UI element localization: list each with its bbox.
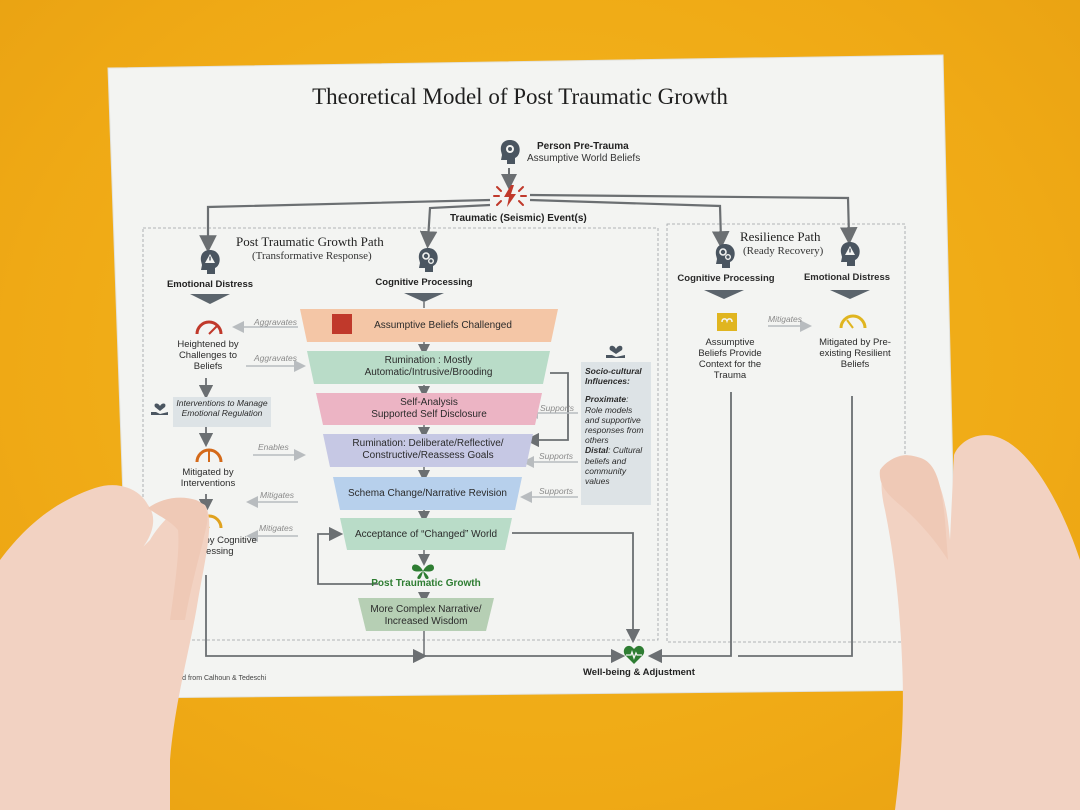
enables-label: Enables	[258, 442, 289, 452]
head-gears-icon	[715, 244, 735, 268]
mitigates-label-2: Mitigates	[259, 523, 294, 533]
credit-note: Adapted from Calhoun & Tedeschi	[160, 675, 267, 682]
cognitive-processing-label: Cognitive Processing	[375, 277, 473, 288]
funnel-stage-label: Rumination: Deliberate/Reflective/ Const…	[352, 438, 504, 461]
assumptive-beliefs-context: Assumptive Beliefs Provide Context for t…	[698, 337, 762, 381]
hand-heart-icon	[151, 403, 168, 415]
post-traumatic-growth-label: Post Traumatic Growth	[371, 578, 481, 589]
puzzle-icon	[717, 313, 737, 331]
head-warning-icon	[200, 250, 220, 274]
funnel-stage: Schema Change/Narrative Revision	[333, 477, 522, 510]
distal-text: : Cultural beliefs and community values	[585, 445, 643, 486]
funnel-stage-label: Assumptive Beliefs Challenged	[374, 320, 512, 331]
head-warning-icon	[840, 242, 860, 266]
funnel-stage-shape	[323, 434, 533, 467]
head-gear-icon	[500, 140, 520, 164]
mitigates-label-1: Mitigates	[260, 490, 295, 500]
funnel-stage-label: Schema Change/Narrative Revision	[348, 488, 507, 499]
distal-label: Distal	[585, 445, 609, 456]
funnel-stage-label: Self-Analysis Supported Self Disclosure	[371, 397, 487, 420]
butterfly-icon	[412, 564, 434, 579]
traumatic-event: Traumatic (Seismic) Event(s)	[450, 213, 587, 224]
growth-box-shape	[358, 598, 494, 631]
aggravates-label-1: Aggravates	[254, 317, 297, 327]
resilience-emotional-distress: Emotional Distress	[803, 272, 891, 283]
funnel-stage-shape	[307, 351, 550, 384]
funnel-stage-shape	[316, 393, 542, 425]
proximate-text: : Role models and supportive responses f…	[585, 394, 644, 446]
heightened-by-challenges: Heightened by Challenges to Beliefs	[177, 339, 239, 372]
supports-label-2: Supports	[539, 451, 574, 461]
page-title: Theoretical Model of Post Traumatic Grow…	[312, 84, 728, 109]
resilience-path-subtitle: (Ready Recovery)	[743, 245, 824, 257]
funnel-stage: Rumination : Mostly Automatic/Intrusive/…	[307, 351, 550, 384]
wellbeing-adjustment: Well-being & Adjustment	[583, 667, 695, 678]
socio-cultural-box: Socio-cultural Influences: Proximate: Ro…	[581, 362, 651, 505]
puzzle-piece-icon	[332, 314, 352, 334]
gauge-low-icon	[839, 314, 867, 329]
ptg-path-title: Post Traumatic Growth Path	[236, 234, 384, 249]
supports-label-1: Supports	[540, 403, 575, 413]
proximate-label: Proximate	[585, 394, 627, 405]
growth-box-text: More Complex Narrative/ Increased Wisdom	[370, 604, 482, 627]
supports-label-3: Supports	[539, 486, 574, 496]
gauge-mid-icon	[195, 448, 223, 463]
aggravates-label-2: Aggravates	[254, 353, 297, 363]
funnel-stage-shape	[333, 477, 522, 510]
person-pre-trauma: Person Pre-Trauma	[537, 141, 629, 152]
hand-heart-icon	[606, 345, 625, 358]
funnel-stage: Assumptive Beliefs Challenged	[300, 309, 558, 342]
head-gears-icon	[418, 248, 438, 272]
funnel-stage: Self-Analysis Supported Self Disclosure	[316, 393, 542, 425]
funnel-stage: Acceptance of “Changed” World	[340, 518, 512, 550]
ptg-path-subtitle: (Transformative Response)	[252, 250, 372, 262]
resilience-mitigates-label: Mitigates	[768, 314, 803, 324]
assumptive-world-beliefs: Assumptive World Beliefs	[527, 153, 641, 164]
interventions-box: Interventions to Manage Emotional Regula…	[173, 397, 271, 427]
mitigated-by-processing: Mitigated by Cognitive Processing	[163, 535, 257, 557]
funnel-stage: Rumination: Deliberate/Reflective/ Const…	[323, 434, 533, 467]
funnel-stage-label: Acceptance of “Changed” World	[354, 529, 498, 540]
lightning-burst-icon	[493, 185, 527, 207]
resilience-cognitive-processing: Cognitive Processing	[677, 273, 775, 284]
funnel-stage-shape	[300, 309, 558, 342]
mitigated-by-interventions: Mitigated by Interventions	[180, 467, 236, 489]
funnel-stage-shape	[340, 518, 512, 550]
heart-pulse-icon	[623, 645, 645, 664]
mitigated-preexisting: Mitigated by Pre-existing Resilient Beli…	[819, 337, 891, 370]
funnel-stage-label: Rumination : Mostly Automatic/Intrusive/…	[364, 355, 493, 378]
resilience-path-title: Resilience Path	[740, 229, 821, 244]
emotional-distress-label: Emotional Distress	[166, 279, 254, 290]
gauge-high-icon	[195, 320, 223, 335]
socio-heading: Socio-cultural Influences:	[585, 366, 642, 387]
